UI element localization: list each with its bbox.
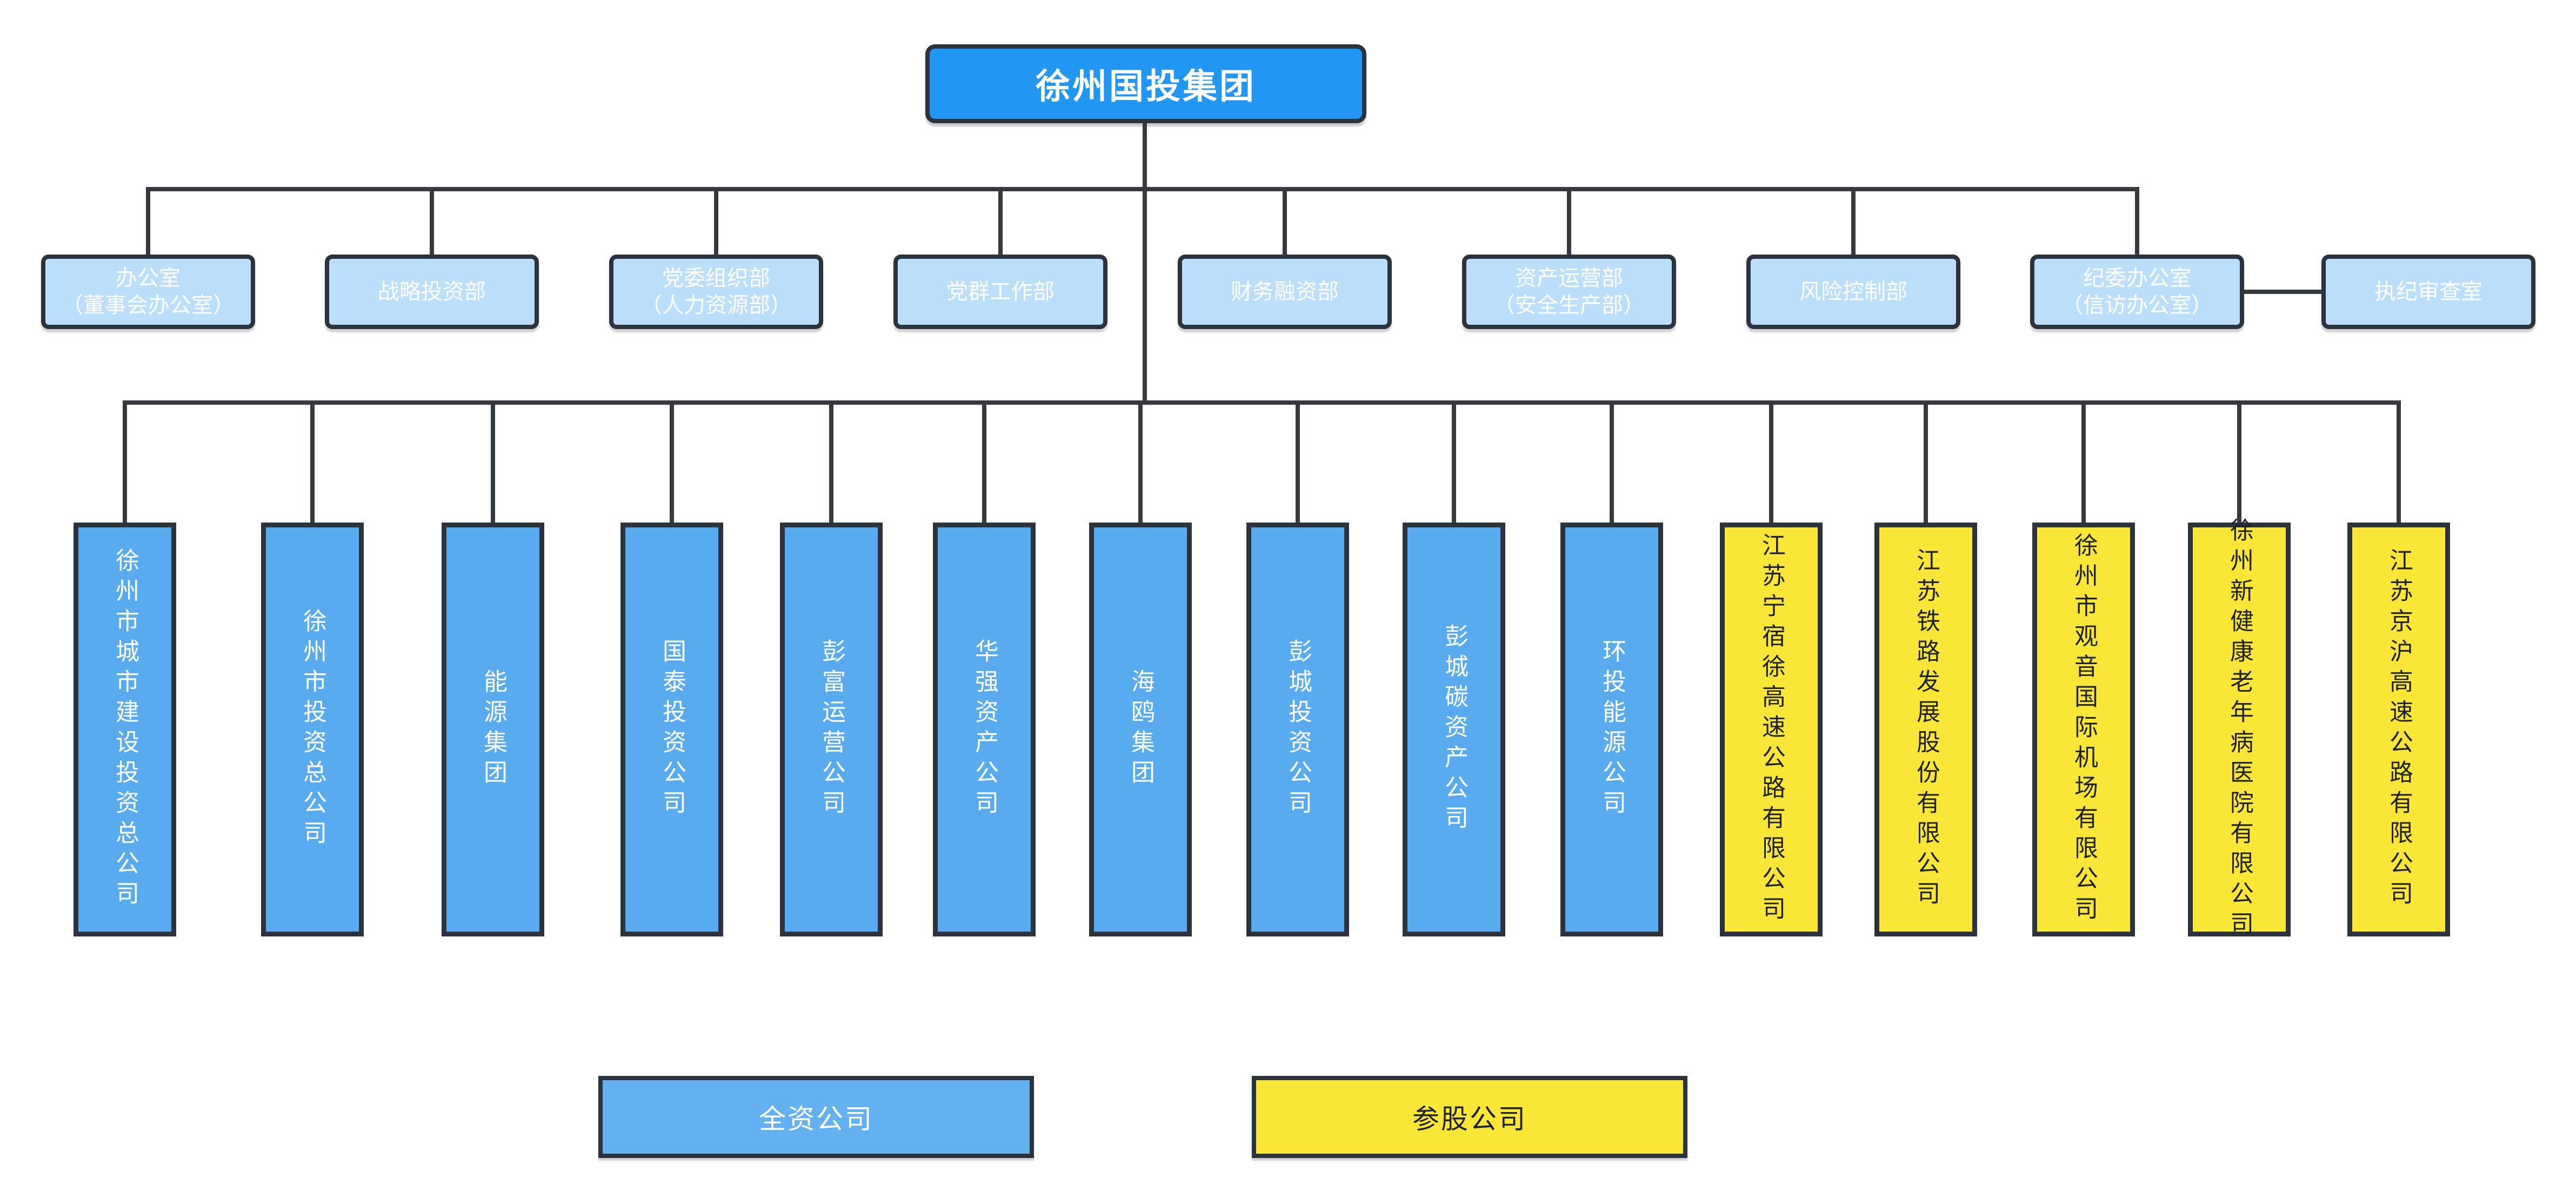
company-node-wholly: 彭城投资公司 [1246, 523, 1349, 936]
company-drop-line [491, 400, 495, 523]
company-node-wholly: 徐州市投资总公司 [261, 523, 364, 936]
department-node-label: 执纪审查室 [2374, 280, 2482, 304]
company-node-label: 华强资产公司 [971, 639, 998, 820]
department-node: 资产运营部 （安全生产部） [1462, 255, 1676, 329]
company-node-wholly: 华强资产公司 [933, 523, 1036, 936]
company-node-wholly: 彭富运营公司 [780, 523, 883, 936]
company-node-label: 徐州市观音国际机场有限公司 [2071, 533, 2097, 926]
company-node-label: 能源集团 [480, 669, 506, 790]
company-node-equity: 徐州新健康老年病医院有限公司 [2188, 518, 2291, 941]
department-node-label: 纪委办公室 [2083, 266, 2191, 290]
root-node-label: 徐州国投集团 [1036, 67, 1256, 106]
company-node-wholly: 彭城碳资产公司 [1403, 523, 1505, 936]
company-drop-line [982, 400, 986, 523]
trunk-line [1143, 123, 1147, 405]
department-node: 战略投资部 [325, 255, 539, 329]
company-drop-line [1769, 400, 1773, 523]
department-node: 财务融资部 [1178, 255, 1392, 329]
department-node: 党群工作部 [893, 255, 1107, 329]
department-drop-line [146, 187, 150, 255]
department-drop-line [998, 187, 1003, 255]
company-rail-line [125, 400, 2399, 405]
department-node-label: 资产运营部 [1515, 266, 1623, 290]
department-node: 办公室 （董事会办公室） [41, 255, 255, 329]
department-node-label: （董事会办公室） [62, 293, 235, 317]
company-node-label: 江苏铁路发展股份有限公司 [1913, 548, 1939, 911]
company-node-label: 国泰投资公司 [659, 639, 685, 820]
company-node-wholly: 海鸥集团 [1089, 523, 1192, 936]
department-drop-line [1851, 187, 1856, 255]
legend-item-equity: 参股公司 [1252, 1076, 1687, 1158]
department-node-label: 党委组织部 [662, 266, 770, 290]
company-drop-line [310, 400, 315, 523]
department-node-label: 党群工作部 [946, 280, 1055, 304]
department-drop-line [430, 187, 434, 255]
department-node-label: 风险控制部 [1799, 280, 1907, 304]
company-node-wholly: 国泰投资公司 [620, 523, 723, 936]
company-node-label: 彭城投资公司 [1285, 639, 1311, 820]
company-node-label: 江苏京沪高速公路有限公司 [2386, 548, 2412, 911]
department-node-label: （安全生产部） [1493, 293, 1645, 317]
department-node-label: （信访办公室） [2061, 293, 2213, 317]
company-drop-line [829, 400, 833, 523]
company-drop-line [1296, 400, 1300, 523]
department-node-label: 财务融资部 [1231, 280, 1339, 304]
company-node-label: 徐州市投资总公司 [299, 608, 326, 851]
department-drop-line [714, 187, 718, 255]
company-node-label: 彭富运营公司 [818, 639, 845, 820]
company-drop-line [2397, 400, 2401, 523]
legend-item-wholly: 全资公司 [598, 1076, 1034, 1158]
company-drop-line [2237, 400, 2241, 523]
company-drop-line [2081, 400, 2086, 523]
legend-equity-label: 参股公司 [1412, 1104, 1527, 1134]
department-drop-line [1283, 187, 1287, 255]
company-node-label: 徐州新健康老年病医院有限公司 [2226, 518, 2253, 941]
department-node: 纪委办公室 （信访办公室） [2030, 255, 2244, 329]
department-node-label: 战略投资部 [378, 280, 486, 304]
department-node: 党委组织部 （人力资源部） [609, 255, 823, 329]
department-node: 执纪审查室 [2321, 255, 2535, 329]
root-node: 徐州国投集团 [925, 44, 1366, 123]
company-drop-line [1924, 400, 1928, 523]
side-department-link-line [2242, 290, 2324, 294]
company-drop-line [1610, 400, 1614, 523]
department-drop-line [2135, 187, 2139, 255]
company-node-label: 海鸥集团 [1127, 669, 1154, 790]
company-drop-line [670, 400, 674, 523]
company-node-label: 彭城碳资产公司 [1441, 624, 1467, 835]
department-node: 风险控制部 [1746, 255, 1960, 329]
company-drop-line [1138, 400, 1143, 523]
company-node-wholly: 环投能源公司 [1560, 523, 1663, 936]
company-node-equity: 徐州市观音国际机场有限公司 [2032, 523, 2135, 936]
department-drop-line [1567, 187, 1571, 255]
company-node-equity: 江苏宁宿徐高速公路有限公司 [1720, 523, 1823, 936]
legend-wholly-label: 全资公司 [759, 1104, 873, 1134]
company-node-label: 环投能源公司 [1599, 639, 1625, 820]
department-node-label: 办公室 [116, 266, 181, 290]
company-node-equity: 江苏京沪高速公路有限公司 [2347, 523, 2450, 936]
department-node-label: （人力资源部） [640, 293, 792, 317]
department-rail-line [148, 187, 2137, 191]
company-node-wholly: 徐州市城市建设投资总公司 [74, 523, 176, 936]
company-node-label: 江苏宁宿徐高速公路有限公司 [1758, 533, 1785, 926]
company-node-label: 徐州市城市建设投资总公司 [112, 548, 138, 911]
company-node-equity: 江苏铁路发展股份有限公司 [1874, 523, 1977, 936]
company-drop-line [1452, 400, 1456, 523]
company-drop-line [123, 400, 127, 523]
company-node-wholly: 能源集团 [442, 523, 544, 936]
